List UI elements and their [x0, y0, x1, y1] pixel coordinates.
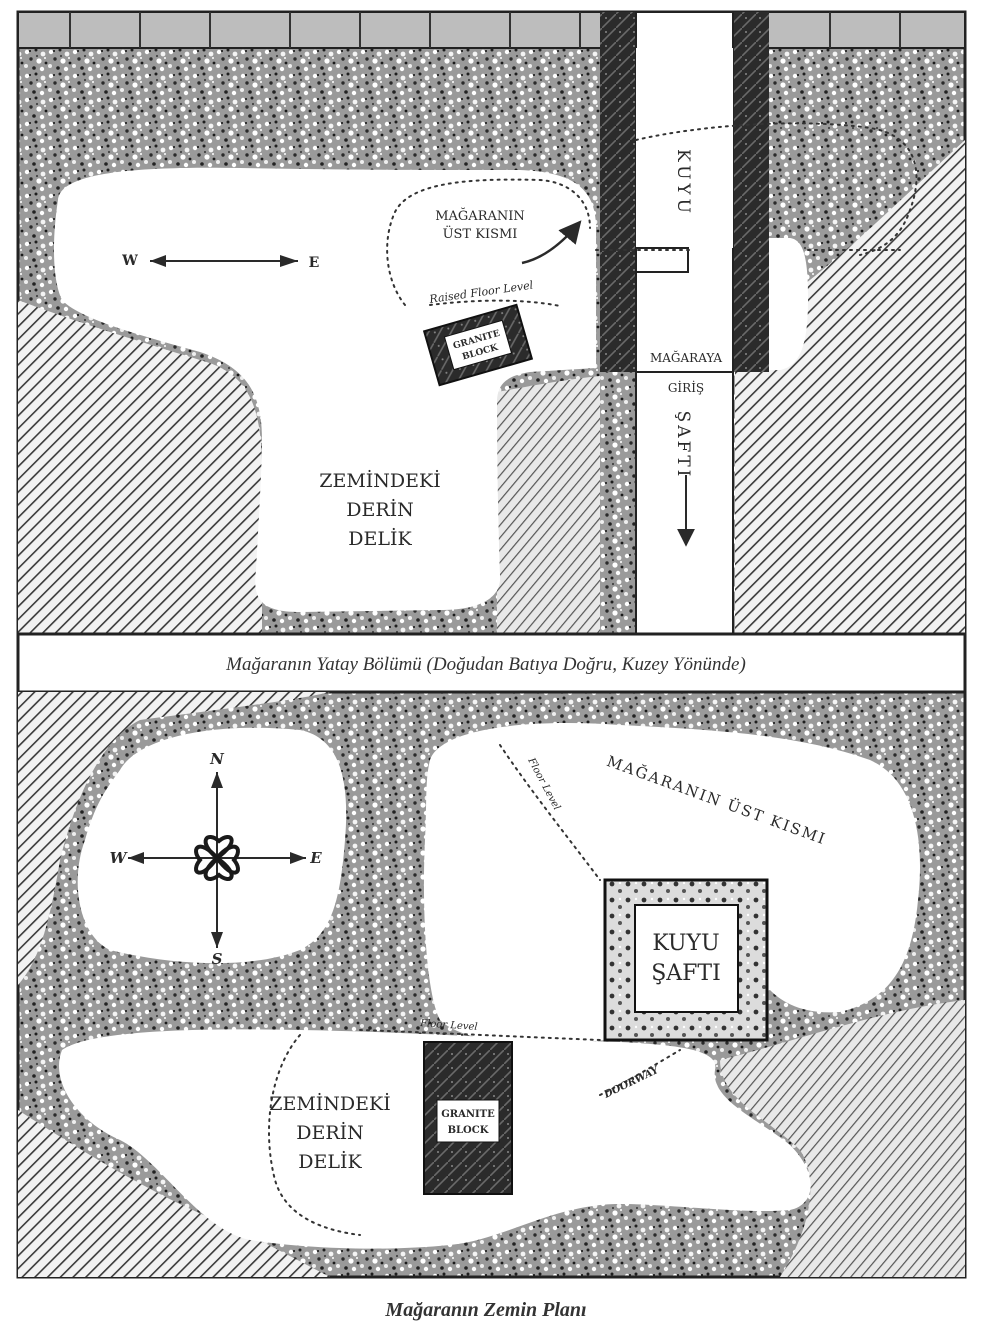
section-hole-label-3: DELİK: [348, 527, 412, 550]
well-label: KUYU: [673, 149, 693, 217]
compass-west-arrow-icon: [128, 852, 144, 864]
section-upper-part-label-1: MAĞARANIN: [435, 207, 525, 224]
section-upper-part-label-2: ÜST KISMI: [443, 225, 518, 242]
section-east-label: E: [309, 255, 320, 271]
compass-south-arrow-icon: [211, 932, 223, 948]
plan-view: N S W E KUYU ŞAFTI GRANITE BLOCK MAĞARAN…: [16, 690, 967, 1279]
compass-east-label: E: [309, 849, 322, 867]
plan-doorway-trace: [599, 1049, 681, 1096]
section-west-label: W: [121, 253, 138, 269]
plan-nw-chamber: [77, 727, 347, 964]
section-hatched-stratum-east: [735, 140, 965, 634]
plan-hole-label-1: ZEMİNDEKİ: [269, 1092, 390, 1115]
compass-ornament-icon: [194, 835, 240, 881]
section-view: GRANITE BLOCK W E MAĞARANIN ÜST KISMI Ra…: [16, 10, 967, 636]
plan-hatched-stratum-sw: [18, 1110, 330, 1277]
plan-shaft-label-1: KUYU: [652, 931, 719, 956]
plan-floor-level-lower-label: Floor Level: [419, 1018, 478, 1033]
section-hole-label-2: DERİN: [346, 498, 414, 521]
plan-block-label-2: BLOCK: [448, 1125, 489, 1136]
section-caption-band: [16, 632, 967, 694]
plan-shaft-label-2: ŞAFTI: [651, 961, 721, 986]
shaft-wall-east: [733, 12, 769, 372]
compass-north-label: N: [209, 750, 225, 768]
plan-compass-rose: N S W E: [110, 750, 323, 968]
section-hatched-stratum-center: [497, 376, 600, 634]
shaft-label: ŞAFTI: [673, 411, 693, 480]
section-caption: Mağaranın Yatay Bölümü (Doğudan Batıya D…: [225, 654, 746, 675]
arrow-east-icon: [280, 255, 298, 267]
compass-south-label: S: [212, 950, 223, 968]
shaft-wall-west: [600, 12, 636, 372]
plan-floor-line-lower-trace: [359, 1029, 601, 1041]
section-hole-label-1: ZEMİNDEKİ: [319, 469, 440, 492]
plan-hatched-stratum-se: [720, 1000, 965, 1277]
entrance-label-1: MAĞARAYA: [650, 349, 722, 365]
entrance-label-2: GİRİŞ: [668, 380, 704, 395]
section-cave-void: [54, 167, 596, 613]
upper-part-dotted-outline: [386, 178, 591, 306]
well: [636, 48, 733, 248]
section-granite-block: GRANITE BLOCK: [422, 303, 534, 387]
section-hatched-stratum-west: [18, 300, 262, 634]
plan-hatched-stratum-nw: [18, 692, 330, 985]
upper-part-arrow-icon: [521, 220, 582, 265]
plan-granite-block-plate: [436, 1099, 500, 1143]
section-dotted-outline-east: [635, 122, 918, 256]
plan-hole-label-2: DERİN: [296, 1121, 364, 1144]
arrow-west-icon: [150, 255, 166, 267]
plan-block-label-1: GRANITE: [441, 1109, 495, 1120]
plan-floor-line-upper-trace: [499, 744, 601, 881]
raised-floor-line: [429, 299, 561, 307]
plan-shaft-opening: [634, 904, 739, 1013]
compass-east-arrow-icon: [290, 852, 306, 864]
compass-north-arrow-icon: [211, 772, 223, 788]
section-surface-strip: [17, 11, 966, 49]
compass-west-label: W: [110, 849, 129, 867]
plan-caption: Mağaranın Zemin Planı: [384, 1299, 586, 1321]
plan-hole-label-3: DELİK: [298, 1150, 362, 1173]
